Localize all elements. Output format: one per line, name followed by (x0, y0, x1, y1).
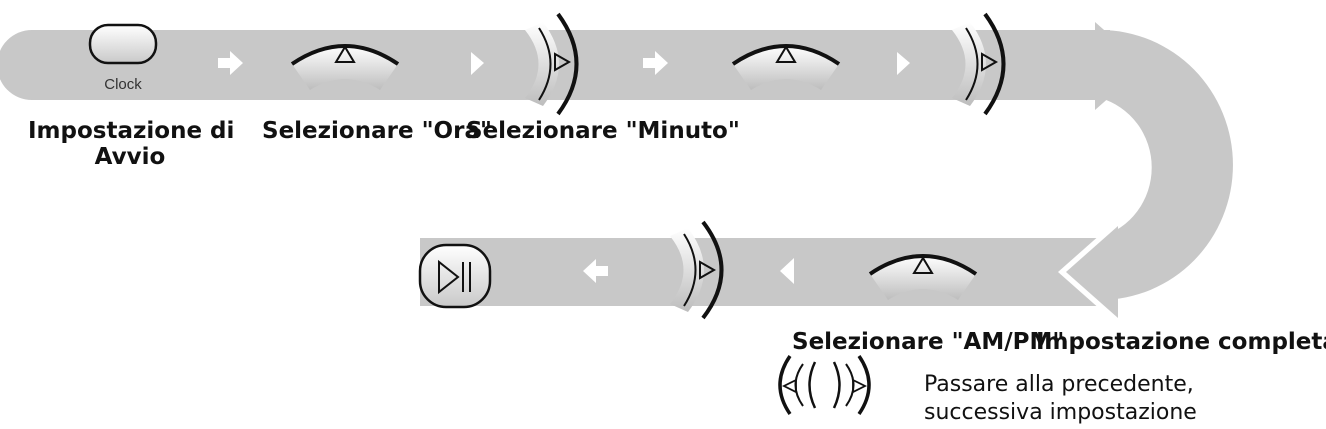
flow-track-curve (1100, 30, 1233, 300)
navigation-hint-line1: Passare alla precedente, (924, 372, 1194, 397)
triangle-right-icon (471, 52, 484, 75)
start-setup-label: Impostazione di Avvio (28, 118, 235, 170)
right-arc-button[interactable] (670, 220, 724, 320)
flow-track-bottom (420, 238, 1100, 306)
clock-button[interactable]: Clock (88, 23, 158, 93)
up-arc-button[interactable] (290, 44, 400, 90)
start-setup-label-line1: Impostazione di (28, 118, 235, 144)
clock-button-label: Clock (104, 76, 142, 93)
up-triangle-icon (334, 45, 356, 63)
select-ampm-label: Selezionare "AM/PM" (792, 329, 1065, 355)
right-triangle-icon (554, 52, 572, 72)
triangle-right-icon (897, 52, 910, 75)
start-setup-label-line2: Avvio (94, 144, 166, 170)
setup-complete-label: Impostazione completata (1036, 329, 1326, 355)
arrow-left-icon (583, 259, 608, 283)
right-arc-button[interactable] (952, 12, 1006, 116)
up-triangle-icon (912, 256, 934, 274)
arrow-right-icon (643, 51, 668, 75)
up-arc-button[interactable] (868, 254, 978, 300)
up-triangle-icon (775, 45, 797, 63)
right-triangle-icon (981, 52, 999, 72)
arrow-right-icon (218, 51, 243, 75)
navigation-hint-line2: successiva impostazione (924, 400, 1197, 425)
select-minute-label: Selezionare "Minuto" (466, 118, 740, 144)
triangle-left-icon (780, 258, 794, 284)
start-pause-button[interactable] (418, 243, 492, 309)
up-arc-button[interactable] (731, 44, 841, 90)
play-pause-icon (438, 259, 460, 295)
select-hour-label: Selezionare "Ora" (262, 118, 492, 144)
right-arc-button[interactable] (525, 12, 579, 116)
left-right-arc-legend-icon (778, 355, 871, 415)
right-triangle-icon (699, 260, 717, 280)
navigation-hint-label: Passare alla precedente, successiva impo… (924, 371, 1197, 427)
